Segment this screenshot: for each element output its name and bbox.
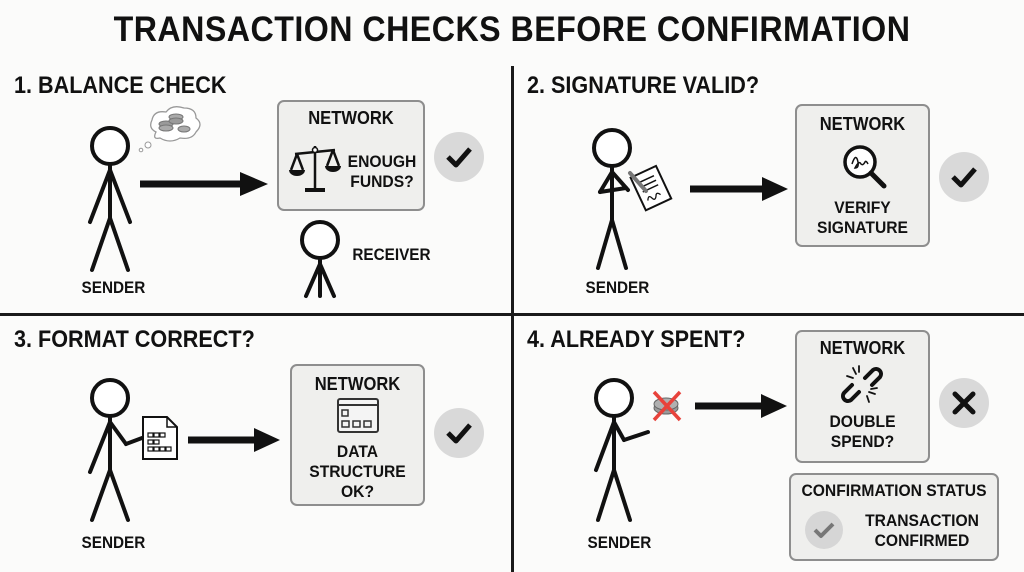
arrow-right-icon — [690, 177, 788, 201]
check-text-line: STRUCTURE — [309, 462, 406, 481]
check-text-line: SPEND? — [830, 432, 895, 451]
check-text: VERIFY SIGNATURE — [802, 198, 923, 238]
network-label: NETWORK — [819, 114, 906, 134]
checkmark-icon — [813, 522, 835, 538]
diagram-title: TRANSACTION CHECKS BEFORE CONFIRMATION — [113, 10, 911, 49]
check-text-line: DOUBLE — [829, 412, 896, 431]
panel-title: 4. ALREADY SPENT? — [527, 326, 746, 353]
data-structure-icon — [337, 398, 379, 433]
check-text-line: FUNDS? — [350, 172, 414, 191]
sender-stick-figure-icon — [88, 378, 144, 522]
data-document-icon — [142, 416, 178, 460]
checkmark-icon — [446, 423, 472, 444]
check-text-line: OK? — [340, 482, 375, 501]
check-text-line: DATA — [336, 442, 379, 461]
crossed-out-coin-icon — [652, 390, 682, 422]
network-box: NETWORK DOUBLE SPEND? — [795, 330, 930, 463]
check-text: DATA STRUCTURE OK? — [297, 442, 418, 502]
confirmation-status-box: CONFIRMATION STATUS TRANSACTION CONFIRME… — [789, 473, 999, 561]
network-label: NETWORK — [314, 374, 401, 394]
check-text-line: ENOUGH — [347, 152, 417, 171]
checkmark-icon — [951, 167, 977, 188]
confirmation-status-text: TRANSACTION CONFIRMED — [853, 511, 991, 551]
network-box: NETWORK ENOUGH FUNDS? — [277, 100, 425, 211]
network-label: NETWORK — [819, 338, 906, 358]
checkmark-icon — [446, 147, 472, 168]
check-status-circle — [939, 152, 989, 202]
check-text: DOUBLE SPEND? — [802, 412, 923, 452]
confirmation-status-title: CONFIRMATION STATUS — [801, 481, 987, 500]
receiver-label: RECEIVER — [352, 245, 431, 264]
check-text-line: VERIFY — [834, 198, 891, 217]
broken-chain-icon — [841, 365, 883, 403]
panel-title: 1. BALANCE CHECK — [14, 72, 227, 99]
panel-title: 3. FORMAT CORRECT? — [14, 326, 255, 353]
sender-stick-figure-icon — [592, 128, 632, 270]
network-box: NETWORK VERIFY SIGNATURE — [795, 104, 930, 247]
magnifier-signature-icon — [843, 145, 887, 189]
coins-thought-bubble-icon — [138, 106, 201, 153]
sender-label: SENDER — [81, 533, 146, 552]
receiver-stick-figure-icon — [300, 220, 340, 298]
check-text-line: SIGNATURE — [817, 218, 908, 237]
sender-label: SENDER — [587, 533, 652, 552]
network-box: NETWORK DATA STRUCTURE OK? — [290, 364, 425, 506]
horizontal-divider — [0, 313, 1024, 316]
arrow-right-icon — [695, 394, 787, 418]
scale-icon — [289, 146, 341, 192]
check-status-circle — [434, 132, 484, 182]
status-text-line: TRANSACTION — [865, 511, 979, 530]
cross-icon — [952, 391, 976, 415]
arrow-right-icon — [188, 428, 280, 452]
confirmed-status-circle — [805, 511, 843, 549]
sender-stick-figure-icon — [88, 126, 132, 272]
sender-label: SENDER — [81, 278, 146, 297]
sender-label: SENDER — [585, 278, 650, 297]
panel-title: 2. SIGNATURE VALID? — [527, 72, 760, 99]
sender-stick-figure-icon — [594, 378, 650, 522]
vertical-divider — [511, 66, 514, 572]
status-text-line: CONFIRMED — [874, 531, 970, 550]
check-text: ENOUGH FUNDS? — [342, 152, 421, 192]
network-label: NETWORK — [308, 108, 394, 128]
check-status-circle — [434, 408, 484, 458]
signed-document-icon — [628, 164, 673, 212]
arrow-right-icon — [140, 172, 268, 196]
fail-status-circle — [939, 378, 989, 428]
